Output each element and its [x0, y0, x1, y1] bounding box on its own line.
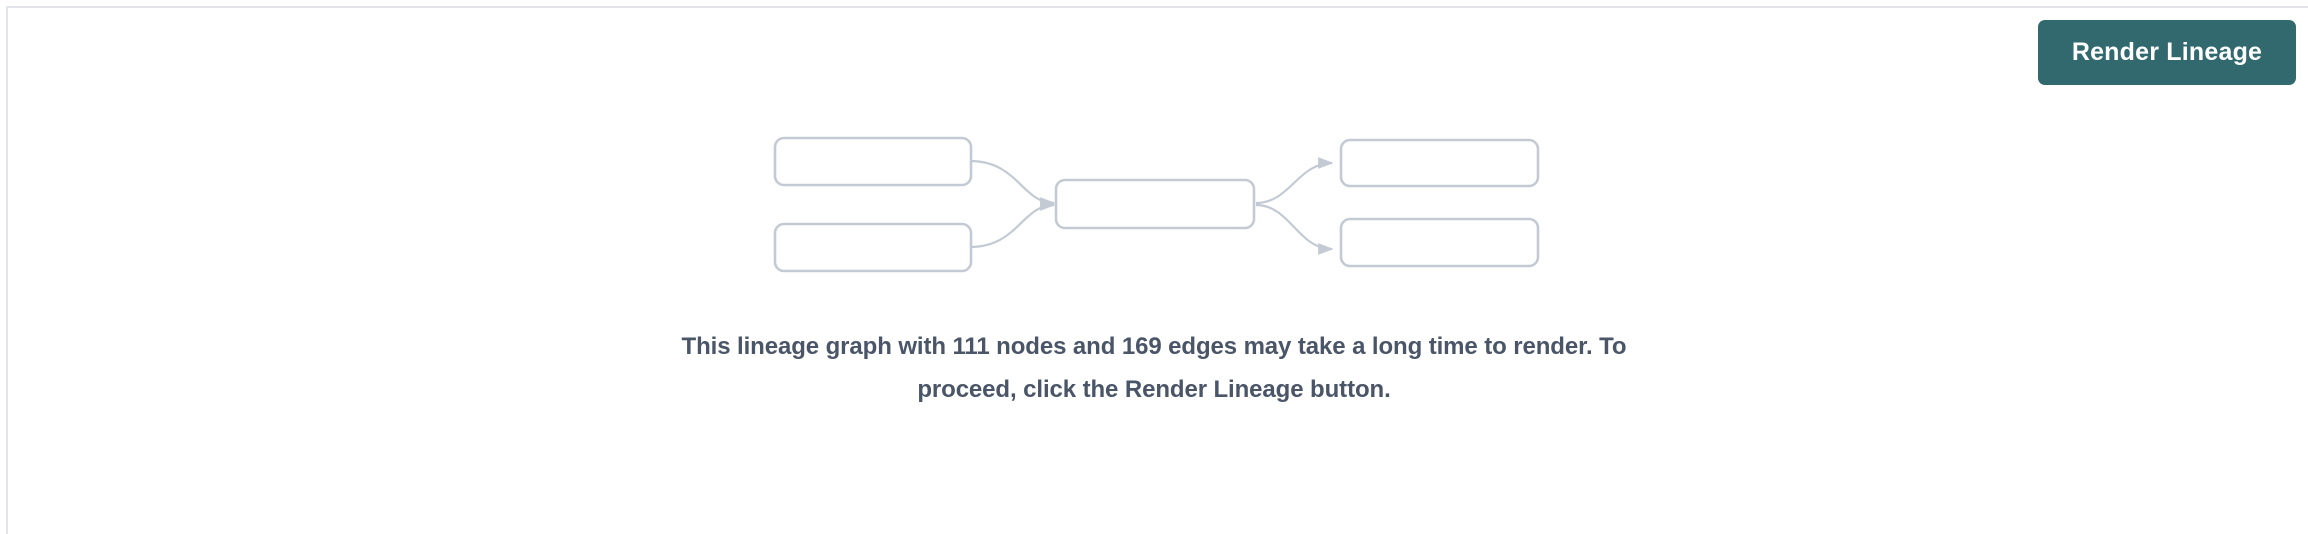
lineage-node [1339, 217, 1540, 268]
lineage-edge [969, 159, 1056, 209]
panel-top-border [7, 6, 2308, 8]
lineage-node [773, 136, 973, 187]
lineage-edge [1255, 157, 1334, 205]
panel-left-border [6, 6, 8, 534]
lineage-node [1054, 178, 1256, 230]
lineage-render-warning-message: This lineage graph with 111 nodes and 16… [681, 333, 1627, 403]
lineage-node [773, 222, 973, 273]
lineage-node [1339, 138, 1540, 188]
lineage-edge [1255, 203, 1334, 255]
lineage-edge [969, 199, 1056, 249]
render-lineage-button[interactable]: Render Lineage [2038, 20, 2296, 85]
lineage-preview-graphic [760, 125, 1560, 285]
